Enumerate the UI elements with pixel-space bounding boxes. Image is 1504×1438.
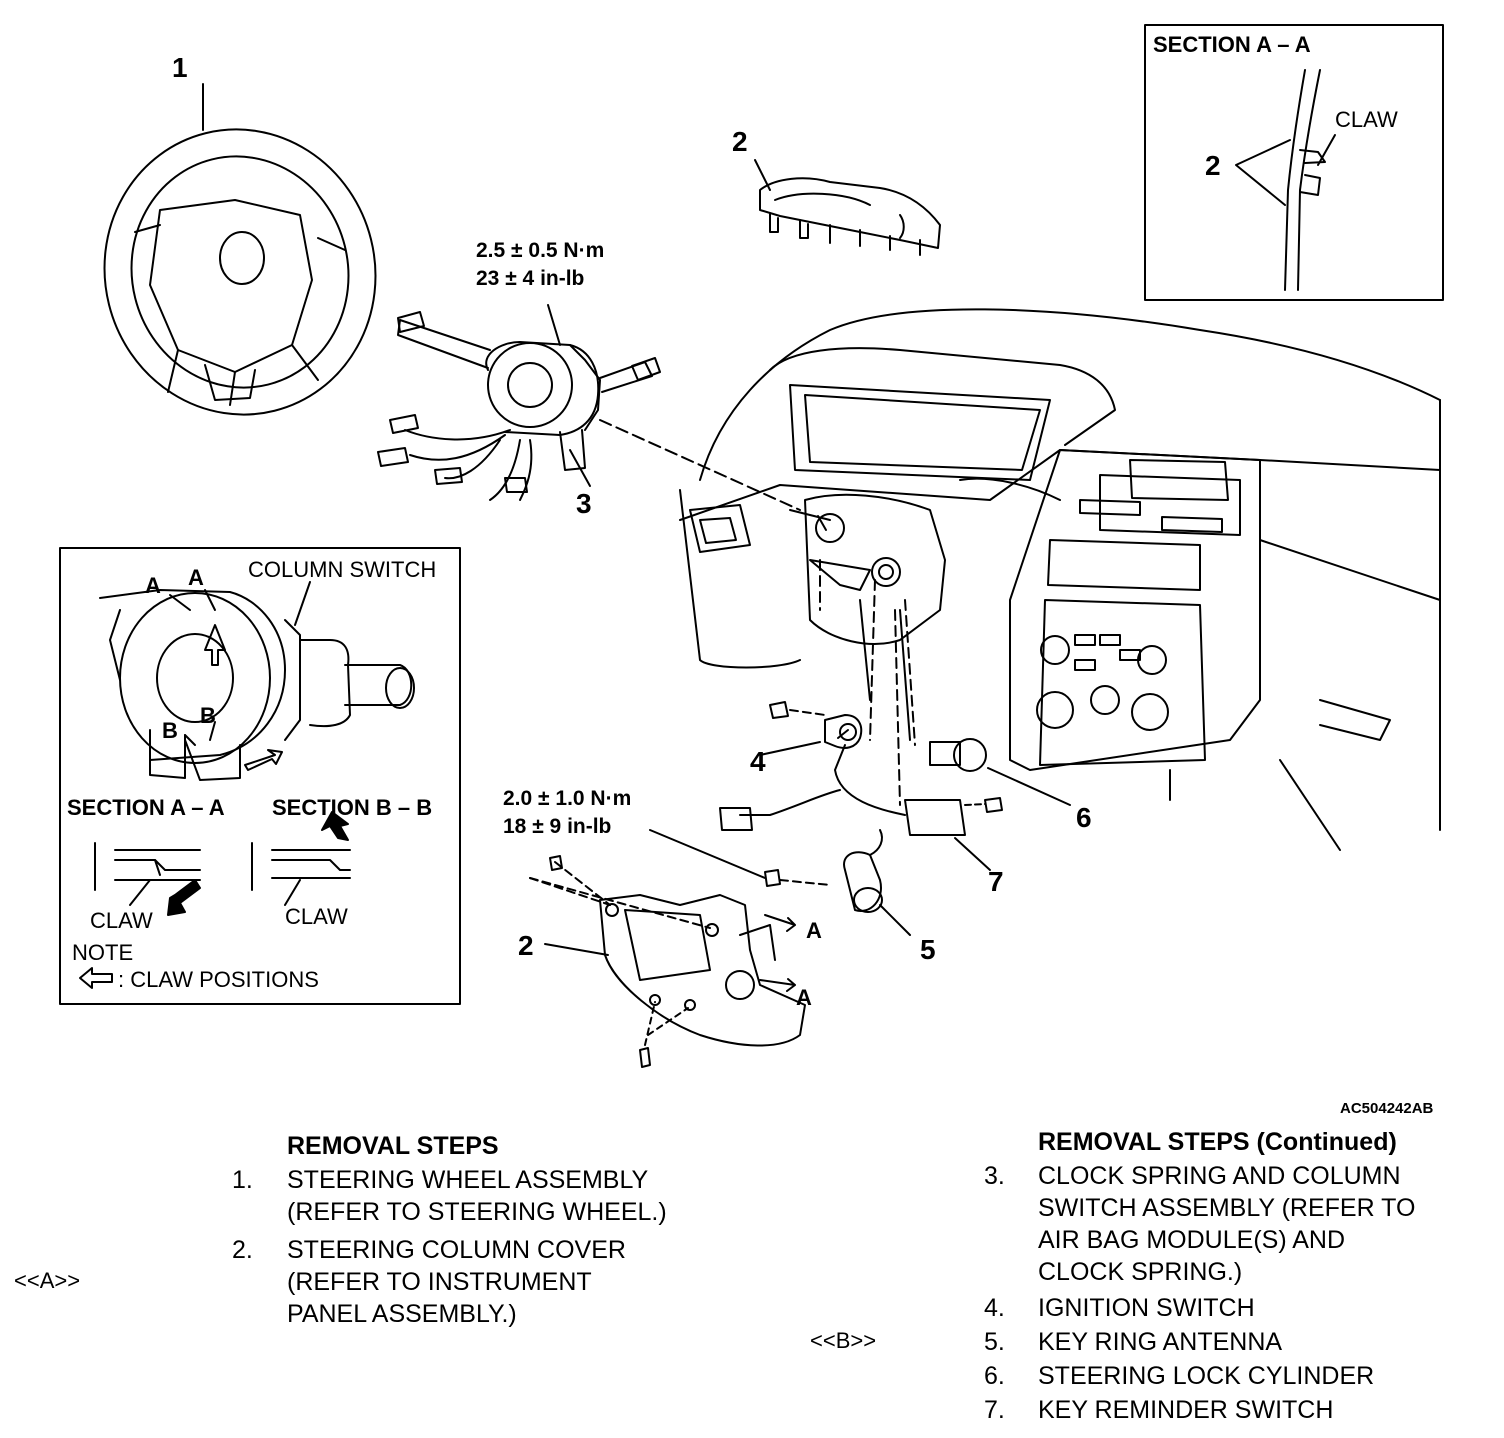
inset-marker-a-1: A xyxy=(145,573,161,598)
lower-column-cover-drawing xyxy=(529,855,806,1068)
ignition-switch-drawing xyxy=(759,701,863,756)
inset-column-switch-label: COLUMN SWITCH xyxy=(248,557,437,582)
inset-section-aa-part: 2 xyxy=(1205,150,1221,181)
torque-ignition-nm: 2.0 ± 1.0 N·m xyxy=(503,787,632,810)
removal-steps-title: REMOVAL STEPS xyxy=(287,1132,499,1160)
section-marker-a-lower: A xyxy=(796,985,812,1010)
step-2-line-1: STEERING COLUMN COVER xyxy=(287,1236,626,1264)
step-2-line-3: PANEL ASSEMBLY.) xyxy=(287,1300,517,1328)
step-6-line-1: STEERING LOCK CYLINDER xyxy=(1038,1362,1375,1390)
inset-note: NOTE xyxy=(72,940,134,965)
section-aa-inset-drawing xyxy=(1235,69,1336,291)
inset-section-aa-claw: CLAW xyxy=(1335,107,1398,132)
callout-lower-column-cover: 2 xyxy=(518,930,534,961)
inset-marker-b-1: B xyxy=(200,703,216,728)
step-2-line-2: (REFER TO INSTRUMENT xyxy=(287,1268,592,1296)
callout-lock-cylinder: 6 xyxy=(1076,802,1092,833)
removal-steps-cont-title: REMOVAL STEPS (Continued) xyxy=(1038,1128,1397,1156)
callout-steering-wheel: 1 xyxy=(172,52,188,83)
inset-section-aa-title: SECTION A – A xyxy=(1153,32,1311,57)
callout-key-ring-antenna: 5 xyxy=(920,934,936,965)
section-marker-a-upper: A xyxy=(806,918,822,943)
step-1-line-2: (REFER TO STEERING WHEEL.) xyxy=(287,1198,667,1226)
step-3-line-4: CLOCK SPRING.) xyxy=(1038,1258,1243,1286)
inset-marker-b-2: B xyxy=(162,718,178,743)
clock-spring-column-switch-drawing xyxy=(377,304,801,511)
steering-wheel-drawing xyxy=(103,83,377,416)
reference-a: <<A>> xyxy=(14,1268,81,1293)
callout-ignition-switch: 4 xyxy=(750,746,766,777)
step-2-number: 2. xyxy=(232,1236,253,1264)
dashboard-drawing xyxy=(679,308,1441,851)
upper-column-cover-drawing xyxy=(754,159,941,256)
key-reminder-switch-drawing xyxy=(719,729,1003,871)
figure-id: AC504242AB xyxy=(1340,1100,1434,1117)
step-7-number: 7. xyxy=(984,1396,1005,1424)
step-6-number: 6. xyxy=(984,1362,1005,1390)
reference-b: <<B>> xyxy=(810,1328,877,1353)
torque-clock-spring-nm: 2.5 ± 0.5 N·m xyxy=(476,239,605,262)
inset-section-bb-label: SECTION B – B xyxy=(272,795,433,820)
step-4-number: 4. xyxy=(984,1294,1005,1322)
step-3-line-1: CLOCK SPRING AND COLUMN xyxy=(1038,1162,1401,1190)
step-5-number: 5. xyxy=(984,1328,1005,1356)
step-3-line-3: AIR BAG MODULE(S) AND xyxy=(1038,1226,1345,1254)
section-aa-inset-frame xyxy=(1144,24,1444,301)
key-ring-antenna-drawing xyxy=(649,829,911,936)
step-1-number: 1. xyxy=(232,1166,253,1194)
inset-section-aa-label: SECTION A – A xyxy=(67,795,225,820)
torque-ignition-inlb: 18 ± 9 in-lb xyxy=(503,815,612,838)
torque-clock-spring-inlb: 23 ± 4 in-lb xyxy=(476,267,585,290)
step-1-line-1: STEERING WHEEL ASSEMBLY xyxy=(287,1166,649,1194)
step-4-line-1: IGNITION SWITCH xyxy=(1038,1294,1255,1322)
column-switch-inset-frame xyxy=(59,547,461,1005)
callout-upper-column-cover: 2 xyxy=(732,126,748,157)
step-3-line-2: SWITCH ASSEMBLY (REFER TO xyxy=(1038,1194,1416,1222)
step-7-line-1: KEY REMINDER SWITCH xyxy=(1038,1396,1334,1424)
inset-claw-bb: CLAW xyxy=(285,904,348,929)
column-switch-inset-drawing xyxy=(79,581,415,989)
step-5-line-1: KEY RING ANTENNA xyxy=(1038,1328,1283,1356)
callout-clock-spring: 3 xyxy=(576,488,592,519)
inset-claw-positions: : CLAW POSITIONS xyxy=(118,967,319,992)
steering-lock-cylinder-drawing xyxy=(929,738,1071,806)
callout-key-reminder-switch: 7 xyxy=(988,866,1004,897)
step-3-number: 3. xyxy=(984,1162,1005,1190)
inset-claw-aa: CLAW xyxy=(90,908,153,933)
inset-marker-a-2: A xyxy=(188,565,204,590)
